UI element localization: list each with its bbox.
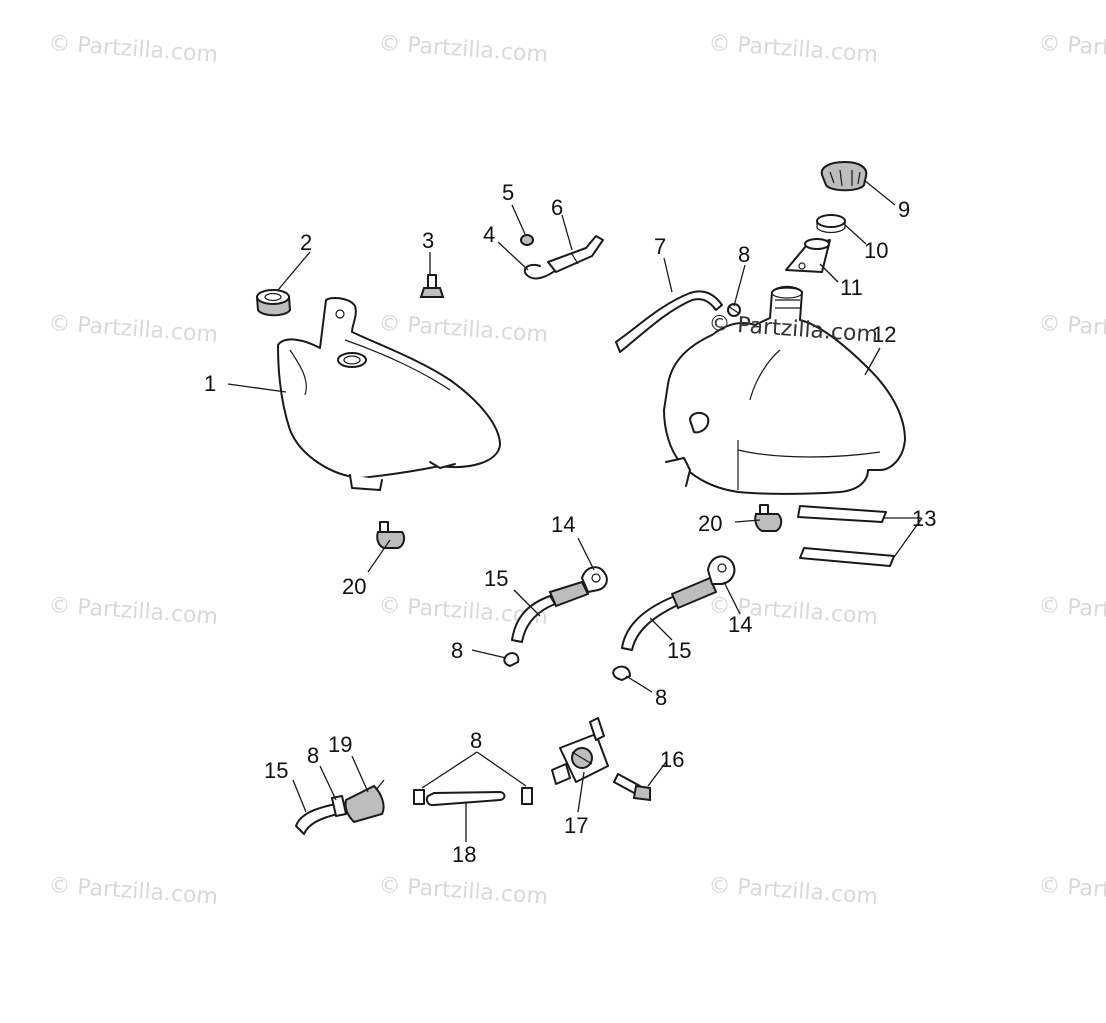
part-19-fuel-filter[interactable]	[344, 779, 385, 824]
callout-5: 5	[502, 180, 514, 205]
callout-6: 6	[551, 195, 563, 220]
callout-4: 4	[483, 222, 495, 247]
watermark: © Partzilla.com	[48, 31, 219, 68]
watermark: © Partzilla.com	[1038, 31, 1106, 68]
watermark: © Partzilla.com	[708, 873, 879, 910]
part-1-tank-cover[interactable]	[277, 297, 501, 491]
callout-15-left: 15	[484, 566, 508, 591]
part-17-fuel-valve[interactable]	[551, 717, 609, 785]
callout-13: 13	[912, 506, 936, 531]
watermark: © Partzilla.com	[378, 873, 549, 910]
callout-16: 16	[660, 747, 684, 772]
leader-lines	[227, 179, 923, 842]
part-8-clamp-bottom-left[interactable]	[331, 795, 347, 817]
callout-3: 3	[422, 228, 434, 253]
part-15-hose-right[interactable]	[621, 576, 718, 651]
callout-20-left: 20	[342, 574, 366, 599]
callout-8-mid-left: 8	[451, 638, 463, 663]
part-4-clip[interactable]	[523, 264, 557, 280]
part-11-filler-boot[interactable]	[785, 238, 831, 273]
callout-15-right: 15	[667, 638, 691, 663]
callout-14-left: 14	[551, 512, 575, 537]
callout-8-bottom-left: 8	[307, 743, 319, 768]
part-13-decals[interactable]	[797, 505, 895, 567]
watermark: © Partzilla.com	[48, 311, 219, 348]
part-8-clamp-hose-right[interactable]	[521, 787, 533, 805]
callout-18: 18	[452, 842, 476, 867]
callout-7: 7	[654, 234, 666, 259]
part-8-clamp-mid-left[interactable]	[503, 652, 520, 667]
part-20-bolt-left[interactable]	[376, 521, 406, 549]
part-8-clamp-top[interactable]	[727, 303, 741, 317]
watermark: © Partzilla.com	[48, 593, 219, 630]
part-12-fuel-tank[interactable]	[663, 285, 906, 495]
part-3-bolt[interactable]	[419, 274, 445, 298]
part-9-filler-cap[interactable]	[820, 160, 868, 192]
part-6-bracket[interactable]	[547, 235, 604, 273]
callout-1: 1	[204, 371, 216, 396]
callout-15-bottom: 15	[264, 758, 288, 783]
callout-14-right: 14	[728, 612, 752, 637]
callout-20-right: 20	[698, 511, 722, 536]
watermark: © Partzilla.com	[708, 31, 879, 68]
watermark: © Partzilla.com	[1038, 593, 1106, 630]
callout-8-mid-right: 8	[655, 685, 667, 710]
part-2-grommet[interactable]	[255, 289, 292, 317]
watermark: © Partzilla.com	[48, 873, 219, 910]
callout-12: 12	[872, 322, 896, 347]
part-8-clamp-hose-left[interactable]	[413, 789, 425, 805]
callout-8-hose: 8	[470, 728, 482, 753]
watermark: © Partzilla.com	[1038, 873, 1106, 910]
watermark: © Partzilla.com	[378, 31, 549, 68]
part-20-bolt-right[interactable]	[754, 504, 783, 532]
part-14-clamp-right[interactable]	[707, 555, 736, 585]
part-14-clamp-left[interactable]	[581, 566, 608, 593]
part-18-hose[interactable]	[425, 791, 506, 807]
callout-11: 11	[840, 275, 863, 300]
part-7-hose[interactable]	[615, 290, 723, 353]
callout-10: 10	[864, 238, 888, 263]
callout-19: 19	[328, 732, 352, 757]
part-15-hose-left[interactable]	[511, 580, 590, 643]
part-10-gasket[interactable]	[816, 214, 846, 234]
watermark: © Partzilla.com	[378, 311, 549, 348]
callout-numbers: 2 3 4 5 6 7 8 9 10 11 12 1 13 20 20 14 1…	[204, 180, 936, 867]
part-16-bolt[interactable]	[613, 773, 651, 802]
callout-8-top: 8	[738, 242, 750, 267]
callout-1-text: 2	[300, 230, 312, 255]
watermark: © Partzilla.com	[1038, 311, 1106, 348]
part-8-clamp-mid-right[interactable]	[612, 665, 631, 681]
part-5-washer[interactable]	[520, 234, 534, 246]
part-15-hose-bottom[interactable]	[295, 803, 339, 835]
callout-9: 9	[898, 197, 910, 222]
callout-17: 17	[564, 813, 588, 838]
